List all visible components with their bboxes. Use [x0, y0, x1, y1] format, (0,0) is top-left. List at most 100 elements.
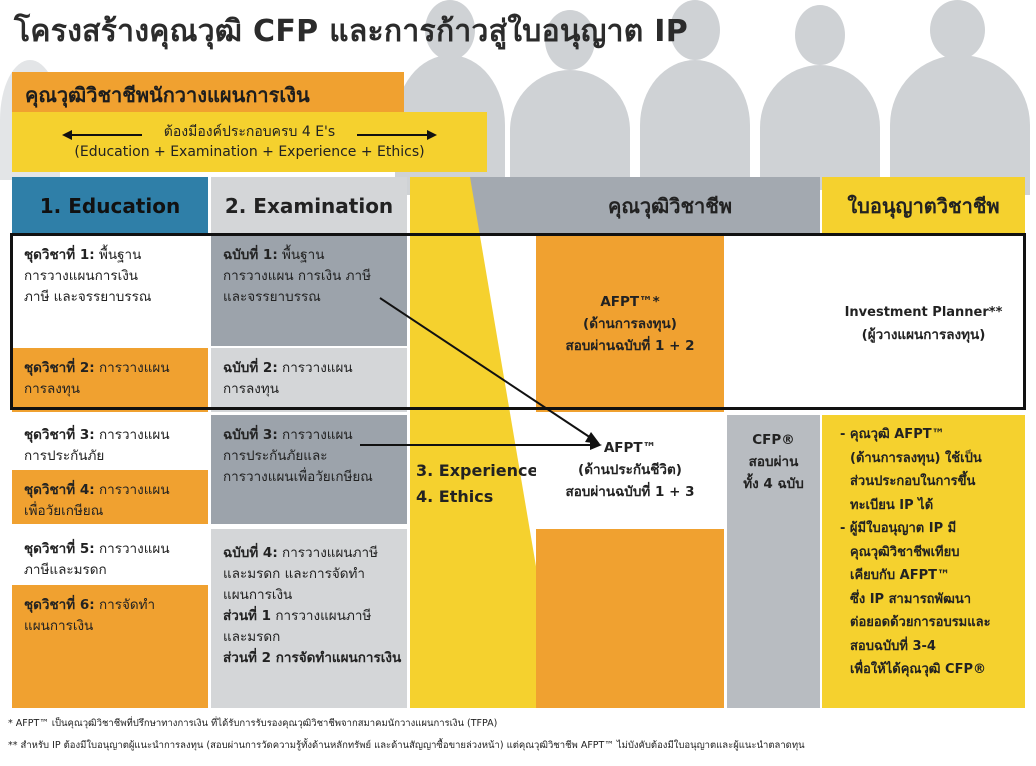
header-education: 1. Education	[12, 177, 208, 235]
header-examination-label: 2. Examination	[224, 194, 394, 218]
course-3-num: ชุดวิชาที่ 3:	[24, 427, 95, 443]
license-note-line: ทะเบียน IP ได้	[850, 497, 934, 513]
license-note-line: เพื่อให้ได้คุณวุฒิ CFP®	[850, 662, 986, 677]
exam-4-num: ฉบับที่ 4:	[223, 545, 278, 561]
four-e-line1: ต้องมีองค์ประกอบครบ 4 E's	[163, 124, 336, 140]
exam-1-line2: การวางแผน การเงิน ภาษี	[223, 268, 371, 284]
investment-planner: Investment Planner** (ผู้วางแผนการลงทุน)	[822, 235, 1025, 412]
license-note-line: ซึ่ง IP สามารถพัฒนา	[850, 591, 972, 607]
investment-planner-title: Investment Planner**	[844, 304, 1003, 320]
license-note-line: - คุณวุฒิ AFPT™	[840, 427, 945, 442]
cfp-column: CFP® สอบผ่าน ทั้ง 4 ฉบับ	[727, 415, 820, 708]
exam-4-line3: แผนการเงิน	[223, 587, 293, 603]
course-6: ชุดวิชาที่ 6: การจัดทำ แผนการเงิน	[12, 585, 208, 708]
arrow-icon	[360, 440, 602, 450]
exam-4-part2: ส่วนที่ 2 การจัดทำแผนการเงิน	[223, 650, 402, 666]
exam-2-line2: การลงทุน	[223, 381, 279, 397]
ethics-label: 4. Ethics	[416, 487, 494, 506]
course-4-line1: การวางแผน	[98, 482, 170, 498]
exam-4-part1-text: การวางแผนภาษี	[275, 608, 372, 624]
course-4-line2: เพื่อวัยเกษียณ	[24, 503, 104, 519]
course-3-line1: การวางแผน	[98, 427, 170, 443]
exam-4-line2: และมรดก และการจัดทำ	[223, 566, 365, 582]
course-6-line2: แผนการเงิน	[24, 618, 94, 634]
cfp-title: CFP®	[752, 432, 795, 448]
footnote-1: * AFPT™ เป็นคุณวุฒิวิชาชีพที่ปรึกษาทางกา…	[8, 718, 498, 729]
afpt-life-line3: สอบผ่านฉบับที่ 1 + 3	[565, 483, 695, 500]
header-professional: คุณวุฒิวิชาชีพ	[480, 177, 820, 235]
arrow-right-icon	[357, 130, 437, 140]
license-notes: - คุณวุฒิ AFPT™ (ด้านการลงทุน) ใช้เป็น ส…	[822, 415, 1025, 708]
cfp-line3: ทั้ง 4 ฉบับ	[743, 476, 804, 492]
license-note-line: สอบฉบับที่ 3-4	[850, 638, 936, 654]
experience-label: 3. Experience	[416, 461, 539, 480]
course-3-line2: การประกันภัย	[24, 448, 105, 464]
section-label: คุณวุฒิวิชาชีพนักวางแผนการเงิน	[12, 72, 404, 112]
exam-3: ฉบับที่ 3: การวางแผน การประกันภัยและ การ…	[211, 415, 407, 524]
page-title: โครงสร้างคุณวุฒิ CFP และการก้าวสู่ใบอนุญ…	[14, 14, 689, 49]
arrow-icon	[379, 297, 600, 444]
afpt-investment-title: AFPT™*	[600, 293, 660, 310]
header-professional-bg	[410, 177, 820, 235]
afpt-lower-block	[536, 529, 724, 708]
afpt-life-line2: (ด้านประกันชีวิต)	[578, 461, 682, 478]
license-note-line: ต่อยอดด้วยการอบรมและ	[850, 615, 991, 630]
exam-2-line1: การวางแผน	[282, 360, 353, 376]
course-2-line1: การวางแผน	[98, 360, 170, 376]
highlight-frame	[10, 233, 1026, 410]
course-1-num: ชุดวิชาที่ 1:	[24, 247, 95, 263]
exam-4-part1: ส่วนที่ 1	[223, 608, 272, 624]
course-1: ชุดวิชาที่ 1: พื้นฐาน การวางแผนการเงิน ภ…	[12, 235, 208, 346]
experience-ethics: 3. Experience 4. Ethics	[416, 458, 538, 510]
course-5-num: ชุดวิชาที่ 5:	[24, 541, 95, 557]
license-note-line: ส่วนประกอบในการขึ้น	[850, 474, 976, 489]
exam-1-line1: พื้นฐาน	[282, 247, 325, 263]
license-note-line: (ด้านการลงทุน) ใช้เป็น	[850, 450, 982, 466]
exam-1-line3: และจรรยาบรรณ	[223, 289, 321, 305]
course-4: ชุดวิชาที่ 4: การวางแผน เพื่อวัยเกษียณ	[12, 470, 208, 524]
course-4-num: ชุดวิชาที่ 4:	[24, 482, 95, 498]
course-2-line2: การลงทุน	[24, 381, 80, 397]
exam-4-line1: การวางแผนภาษี	[282, 545, 379, 561]
exam-3-line3: การวางแผนเพื่อวัยเกษียณ	[223, 469, 373, 485]
course-2: ชุดวิชาที่ 2: การวางแผน การลงทุน	[12, 348, 208, 412]
exam-4: ฉบับที่ 4: การวางแผนภาษี และมรดก และการจ…	[211, 529, 407, 708]
four-e-box: ต้องมีองค์ประกอบครบ 4 E's (Education + E…	[12, 112, 487, 172]
course-6-num: ชุดวิชาที่ 6:	[24, 597, 95, 613]
course-1-line2: การวางแผนการเงิน	[24, 268, 139, 284]
afpt-investment-line2: (ด้านการลงทุน)	[583, 315, 677, 332]
footnote-2: ** สำหรับ IP ต้องมีใบอนุญาตผู้แนะนำการลง…	[8, 740, 805, 751]
section-label-text: คุณวุฒิวิชาชีพนักวางแผนการเงิน	[25, 83, 310, 107]
exam-2-num: ฉบับที่ 2:	[223, 360, 278, 376]
license-note-line: คุณวุฒิวิชาชีพเทียบ	[850, 544, 960, 560]
exam-3-num: ฉบับที่ 3:	[223, 427, 278, 443]
course-5-line1: การวางแผน	[98, 541, 170, 557]
exam-2: ฉบับที่ 2: การวางแผน การลงทุน	[211, 348, 407, 412]
four-e-line2: (Education + Examination + Experience + …	[74, 144, 425, 160]
header-examination: 2. Examination	[211, 177, 407, 235]
course-6-line1: การจัดทำ	[98, 597, 156, 613]
course-1-line1: พื้นฐาน	[98, 247, 142, 263]
course-5: ชุดวิชาที่ 5: การวางแผน ภาษีและมรดก	[12, 529, 208, 583]
exam-4-part1-text2: และมรดก	[223, 629, 281, 645]
cfp-top-blank	[727, 235, 820, 412]
course-3: ชุดวิชาที่ 3: การวางแผน การประกันภัย	[12, 415, 208, 469]
exam-1-num: ฉบับที่ 1:	[223, 247, 278, 263]
exam-3-line2: การประกันภัยและ	[223, 448, 328, 464]
header-professional-label: คุณวุฒิวิชาชีพ	[607, 194, 733, 218]
header-license-label: ใบอนุญาตวิชาชีพ	[847, 194, 1000, 218]
license-note-line: - ผู้มีใบอนุญาต IP มี	[840, 521, 957, 536]
exam-3-line1: การวางแผน	[282, 427, 353, 443]
afpt-investment: AFPT™* (ด้านการลงทุน) สอบผ่านฉบับที่ 1 +…	[536, 235, 724, 412]
header-education-label: 1. Education	[39, 194, 181, 218]
course-5-line2: ภาษีและมรดก	[24, 562, 107, 578]
license-note-line: เคียบกับ AFPT™	[850, 568, 950, 583]
course-1-line3: ภาษี และจรรยาบรรณ	[24, 289, 152, 305]
header-license: ใบอนุญาตวิชาชีพ	[822, 177, 1025, 235]
course-2-num: ชุดวิชาที่ 2:	[24, 360, 95, 376]
afpt-life-title: AFPT™	[603, 439, 657, 456]
afpt-life: AFPT™ (ด้านประกันชีวิต) สอบผ่านฉบับที่ 1…	[536, 415, 724, 524]
